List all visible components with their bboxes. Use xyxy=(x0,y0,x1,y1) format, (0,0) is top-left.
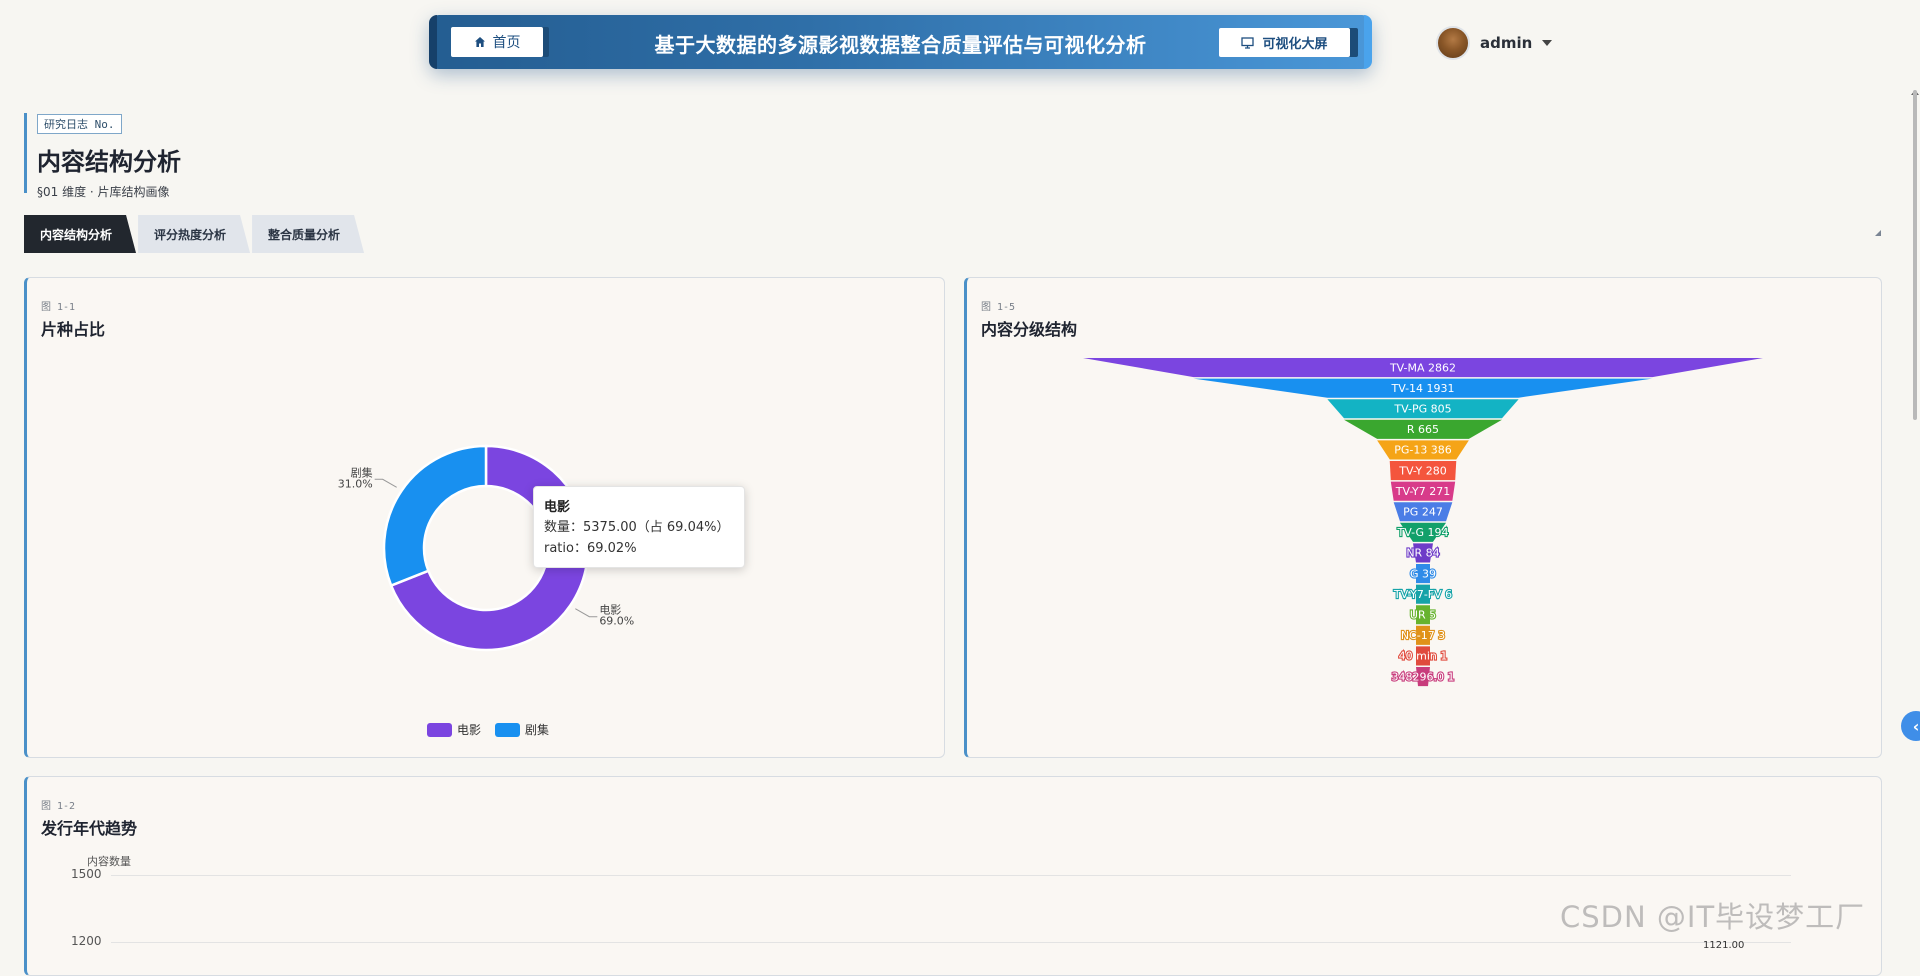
funnel-label: TV-G 194 xyxy=(1397,526,1449,539)
data-point-label: 1121.00 xyxy=(1703,940,1745,951)
page-title: 内容结构分析 xyxy=(37,147,181,176)
top-banner: 首页 基于大数据的多源影视数据整合质量评估与可视化分析 可视化大屏 xyxy=(429,15,1372,69)
site-title: 基于大数据的多源影视数据整合质量评估与可视化分析 xyxy=(654,33,1147,57)
home-button[interactable]: 首页 xyxy=(451,27,543,57)
slice-label: 电影 xyxy=(599,604,621,617)
funnel-segment[interactable] xyxy=(1416,605,1430,625)
funnel-segment[interactable] xyxy=(1327,399,1519,419)
funnel-segment[interactable] xyxy=(1416,625,1430,645)
legend-swatch xyxy=(427,722,452,737)
funnel-label: TV-Y 280 xyxy=(1398,464,1446,477)
tab-rating-heat[interactable]: 评分热度分析 xyxy=(138,215,250,253)
funnel-segment[interactable] xyxy=(1416,564,1430,584)
y-tick-label: 1500 xyxy=(71,867,102,881)
watermark: CSDN @IT毕设梦工厂 xyxy=(1560,900,1866,934)
y-tick-label: 1200 xyxy=(71,934,102,948)
slice-label: 69.0% xyxy=(599,615,634,628)
funnel-label: TV-14 1931 xyxy=(1390,382,1454,395)
funnel-label: G 39 xyxy=(1410,567,1436,580)
visual-screen-label: 可视化大屏 xyxy=(1262,36,1328,51)
scrollbar-thumb[interactable] xyxy=(1913,90,1917,420)
panel-title: 内容分级结构 xyxy=(981,320,1078,339)
funnel-segment[interactable] xyxy=(1399,522,1447,542)
figure-number: 图 1-2 xyxy=(41,801,76,812)
funnel-segment[interactable] xyxy=(1413,543,1433,563)
panel-title: 片种占比 xyxy=(41,320,106,339)
chart-tooltip: 电影 数量：5375.00（占 69.04%） ratio：69.02% xyxy=(533,486,745,568)
funnel-segment[interactable] xyxy=(1343,419,1503,439)
funnel-segment[interactable] xyxy=(1416,584,1430,604)
funnel-label: UR 5 xyxy=(1410,609,1436,622)
collapse-side-button[interactable]: ‹ xyxy=(1901,711,1920,741)
analysis-tabs: 内容结构分析 评分热度分析 整合质量分析 xyxy=(24,215,364,253)
funnel-label: TV-MA 2862 xyxy=(1389,361,1456,374)
label-line xyxy=(374,478,397,488)
figure-number: 图 1-1 xyxy=(41,302,76,313)
funnel-label: PG-13 386 xyxy=(1394,444,1452,457)
y-axis-name: 内容数量 xyxy=(87,855,131,868)
funnel-segment[interactable] xyxy=(1083,358,1763,378)
label-line xyxy=(575,608,598,618)
legend-item-series[interactable]: 剧集 xyxy=(495,721,549,738)
user-menu[interactable]: admin xyxy=(1436,26,1553,60)
funnel-segment[interactable] xyxy=(1389,461,1457,481)
funnel-segment[interactable] xyxy=(1416,667,1430,687)
grid-line xyxy=(111,875,1791,876)
funnel-label: TV-Y7 271 xyxy=(1395,485,1450,498)
legend-swatch xyxy=(495,722,521,737)
corner-caret-icon xyxy=(1875,230,1881,236)
panel-title: 发行年代趋势 xyxy=(41,819,138,838)
funnel-label: PG 247 xyxy=(1403,506,1443,519)
tooltip-title: 电影 xyxy=(544,500,571,515)
funnel-label: NC-17 3 xyxy=(1401,629,1445,642)
figure-number: 图 1-5 xyxy=(981,302,1016,313)
funnel-label: R 665 xyxy=(1407,423,1439,436)
journal-tag: 研究日志 No. xyxy=(37,114,122,134)
funnel-segment[interactable] xyxy=(1416,646,1430,666)
tab-content-structure[interactable]: 内容结构分析 xyxy=(24,215,136,253)
funnel-segment[interactable] xyxy=(1377,440,1469,460)
page-subtitle: §01 维度 · 片库结构画像 xyxy=(37,185,170,199)
legend-label: 剧集 xyxy=(525,723,550,737)
slice-label: 剧集 xyxy=(351,465,373,479)
grid-line xyxy=(111,942,1791,943)
panel-year-trend: 图 1-2 发行年代趋势 内容数量 1500 1200 1121.00 xyxy=(24,776,1882,976)
visual-screen-button[interactable]: 可视化大屏 xyxy=(1219,28,1350,57)
home-button-label: 首页 xyxy=(492,34,521,50)
funnel-label: TV-Y7-FV 6 xyxy=(1393,588,1452,601)
chart-legend: 电影 剧集 xyxy=(427,721,549,738)
funnel-label: 40 min 1 xyxy=(1399,650,1448,663)
tab-integration-quality[interactable]: 整合质量分析 xyxy=(252,215,364,253)
tooltip-ratio: ratio：69.02% xyxy=(544,541,637,556)
slice-label: 31.0% xyxy=(338,477,373,490)
funnel-segment[interactable] xyxy=(1193,378,1653,398)
chevron-down-icon xyxy=(1542,40,1553,46)
funnel-segment[interactable] xyxy=(1393,502,1453,522)
banner-edge-right xyxy=(1364,15,1372,69)
chevron-left-icon: ‹ xyxy=(1912,716,1920,736)
user-name: admin xyxy=(1480,34,1533,52)
funnel-label: 348296.0 1 xyxy=(1392,670,1455,683)
home-icon xyxy=(474,37,485,47)
legend-label: 电影 xyxy=(457,723,482,737)
section-heading: 研究日志 No. 内容结构分析 §01 维度 · 片库结构画像 xyxy=(24,113,181,199)
monitor-icon xyxy=(1241,36,1255,49)
funnel-label: TV-PG 805 xyxy=(1393,403,1451,416)
funnel-segment[interactable] xyxy=(1390,481,1456,501)
legend-item-movie[interactable]: 电影 xyxy=(427,721,481,738)
donut-slice[interactable] xyxy=(382,444,488,588)
banner-edge-left xyxy=(429,15,437,69)
funnel-label: NR 84 xyxy=(1406,547,1439,560)
avatar xyxy=(1436,26,1470,60)
tooltip-count: 数量：5375.00（占 69.04%） xyxy=(544,520,730,535)
